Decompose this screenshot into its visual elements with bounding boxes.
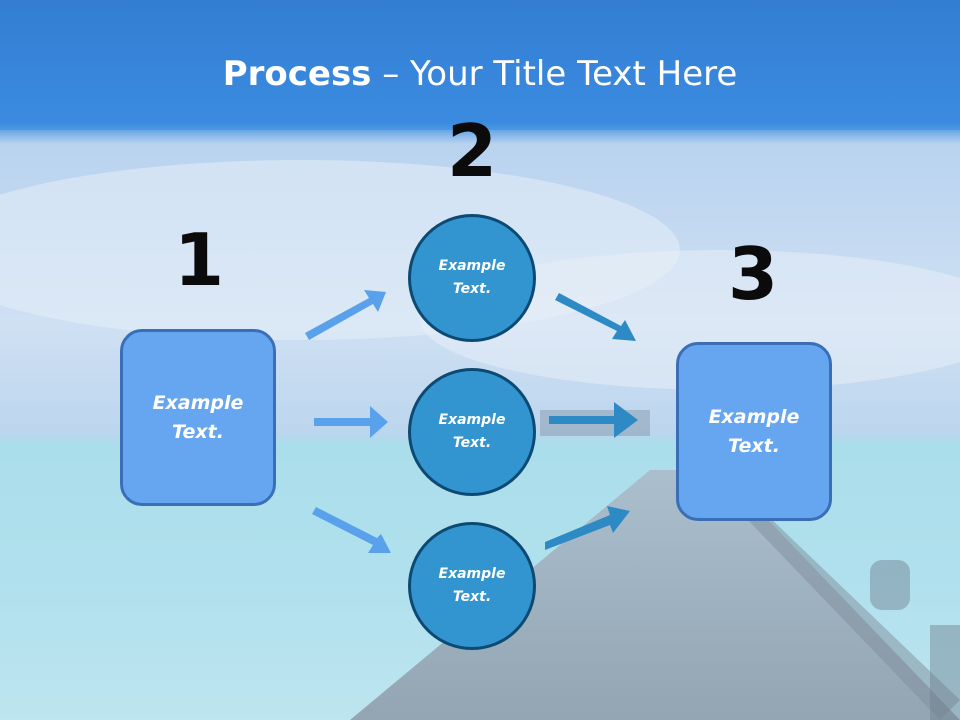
step-2-top-text: Example Text. <box>438 258 506 297</box>
step-number-2: 2 <box>446 109 498 193</box>
arrow-1-to-top-icon <box>305 290 386 340</box>
step-3-box: Example Text. <box>676 342 832 521</box>
arrow-middle-to-3-icon <box>549 402 638 438</box>
step-2-circle-top: Example Text. <box>408 214 536 342</box>
step-3-text: Example Text. <box>708 405 800 457</box>
step-number-1: 1 <box>173 218 225 302</box>
arrow-1-to-bottom-icon <box>312 507 391 553</box>
step-2-middle-text: Example Text. <box>438 412 506 451</box>
step-1-text: Example Text. <box>152 391 244 443</box>
step-2-circle-middle: Example Text. <box>408 368 536 496</box>
step-2-circle-bottom: Example Text. <box>408 522 536 650</box>
arrow-top-to-3-icon <box>555 293 636 341</box>
title-bold: Process <box>222 54 372 94</box>
step-number-3: 3 <box>727 232 779 316</box>
arrow-bottom-to-3-icon <box>545 506 630 550</box>
step-2-bottom-text: Example Text. <box>438 566 506 605</box>
step-1-box: Example Text. <box>120 329 276 506</box>
title-rest: – Your Title Text Here <box>371 54 738 94</box>
arrow-1-to-middle-icon <box>314 406 388 438</box>
slide-title: Process – Your Title Text Here <box>0 52 960 96</box>
